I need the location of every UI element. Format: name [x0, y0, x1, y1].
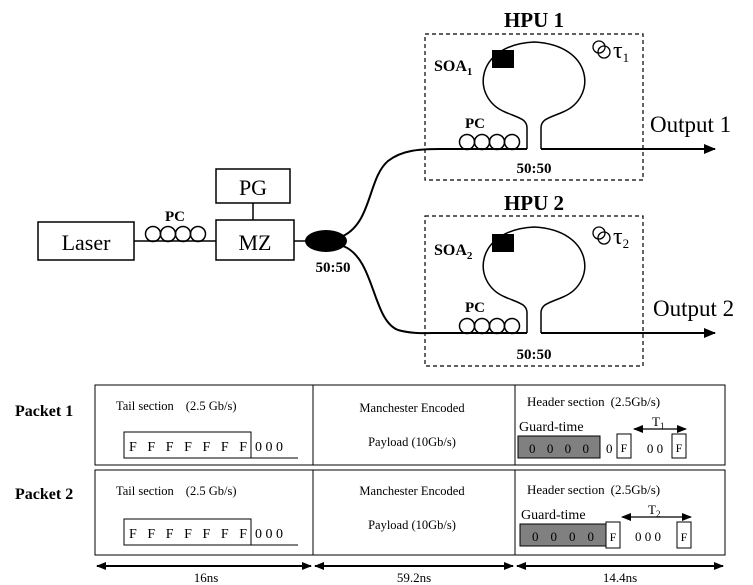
packet-1: Packet 1 Tail section(2.5 Gb/s) F F F F … [15, 384, 726, 466]
packet-2-header-f1-box [605, 521, 621, 549]
packet-1-tail-bits: F F F F F F F [129, 440, 247, 455]
packet-2-label: Packet 2 [15, 486, 73, 503]
packet-2-header-mid: 0 0 0 [635, 529, 661, 544]
packet-2-header-title: Header section(2.5Gb/s) [527, 482, 660, 497]
packet-1-header-zero: 0 [606, 441, 613, 456]
laser-label: Laser [62, 230, 112, 255]
packet-1-tail-zeros: 0 0 0 [255, 440, 283, 455]
pc-label-input: PC [165, 209, 185, 225]
hpu-2-coupler-label: 50:50 [517, 347, 552, 363]
hpu-2-frame [424, 215, 644, 367]
packet-1-guard-box [517, 435, 601, 459]
hpu-2: HPU 2 SOA2 τ2 PC 50:50 Output 2 [424, 191, 734, 367]
packet-1-tail-f-box [123, 431, 252, 459]
hpu-1-title: HPU 1 [504, 8, 564, 32]
hpu-2-soa [492, 234, 514, 252]
packet-formats: Packet 1 Tail section(2.5 Gb/s) F F F F … [15, 384, 726, 585]
pc-coils-input [144, 225, 207, 243]
mz-box [215, 219, 295, 261]
hpu-2-delay-label: τ2 [613, 224, 629, 251]
packet-1-guard-label: Guard-time [519, 420, 584, 435]
packet-2-tail-title: Tail section(2.5 Gb/s) [116, 484, 237, 498]
packet-1-header-mid: 0 0 [647, 441, 663, 456]
input-coupler-label: 50:50 [316, 260, 351, 276]
hpu-1-coupler-label: 50:50 [517, 161, 552, 177]
packet-2-payload-line1: Manchester Encoded [359, 484, 465, 498]
duration-scale: 16ns 59.2ns 14.4ns [96, 562, 724, 585]
duration-header-label: 14.4ns [603, 570, 637, 585]
packet-2-frame [94, 469, 726, 556]
packet-2-header-f2: F [681, 530, 688, 544]
packet-1-tail-title: Tail section(2.5 Gb/s) [116, 399, 237, 413]
packet-1-header-title: Header section(2.5Gb/s) [527, 394, 660, 409]
pc-coils-hpu-2 [458, 317, 521, 335]
fiber-branch-lower [342, 245, 441, 335]
packet-2-payload-line2: Payload (10Gb/s) [368, 518, 456, 532]
hpu-2-pc-label: PC [465, 300, 485, 316]
packet-1-label: Packet 1 [15, 403, 73, 420]
input-coupler [305, 230, 347, 252]
duration-payload-label: 59.2ns [397, 570, 431, 585]
packet-2-tail-bits: F F F F F F F [129, 527, 247, 542]
pc-coils-hpu-1 [458, 133, 521, 151]
packet-1-header-f2: F [676, 441, 683, 455]
packet-2-tail-zeros: 0 0 0 [255, 527, 283, 542]
packet-2-guard-label: Guard-time [521, 508, 586, 523]
packet-1-payload-line1: Manchester Encoded [359, 401, 465, 415]
pg-box [215, 168, 291, 204]
hpu-1-soa-label: SOA1 [434, 58, 472, 78]
packet-2: Packet 2 Tail section(2.5 Gb/s) F F F F … [15, 469, 726, 556]
packet-1-header-f1: F [621, 441, 628, 455]
output-2-label: Output 2 [653, 296, 734, 321]
packet-1-frame [94, 384, 726, 466]
laser-box [37, 221, 135, 261]
hpu-1-delay-coil [592, 40, 611, 59]
hpu-2-delay-coil [592, 226, 611, 245]
packet-1-payload-line2: Payload (10Gb/s) [368, 435, 456, 449]
hpu-1-loop [482, 41, 586, 149]
packet-1-header-f2-box [671, 433, 687, 459]
mz-label: MZ [239, 230, 272, 255]
fiber-branch-upper [342, 148, 441, 237]
pg-label: PG [239, 175, 267, 200]
hpu-2-soa-label: SOA2 [434, 242, 473, 262]
duration-tail-label: 16ns [194, 570, 219, 585]
output-1-label: Output 1 [650, 112, 731, 137]
packet-2-header-f1: F [610, 530, 617, 544]
hpu-1-soa [492, 50, 514, 68]
hpu-2-loop [482, 226, 586, 333]
packet-2-t-label: T2 [648, 502, 660, 519]
hpu-2-title: HPU 2 [504, 191, 564, 215]
hpu-1: HPU 1 SOA1 τ1 PC 50:50 Output 1 [424, 8, 731, 181]
packet-2-tail-f-box [123, 518, 252, 546]
packet-2-header-f2-box [676, 521, 692, 549]
setup: Laser PC PG MZ 50:50 HPU 1 [37, 8, 734, 367]
hpu-1-delay-label: τ1 [613, 38, 629, 65]
packet-1-t-label: T1 [652, 414, 664, 431]
hpu-1-pc-label: PC [465, 116, 485, 132]
packet-1-header-f1-box [616, 433, 632, 459]
hpu-1-frame [424, 33, 644, 181]
